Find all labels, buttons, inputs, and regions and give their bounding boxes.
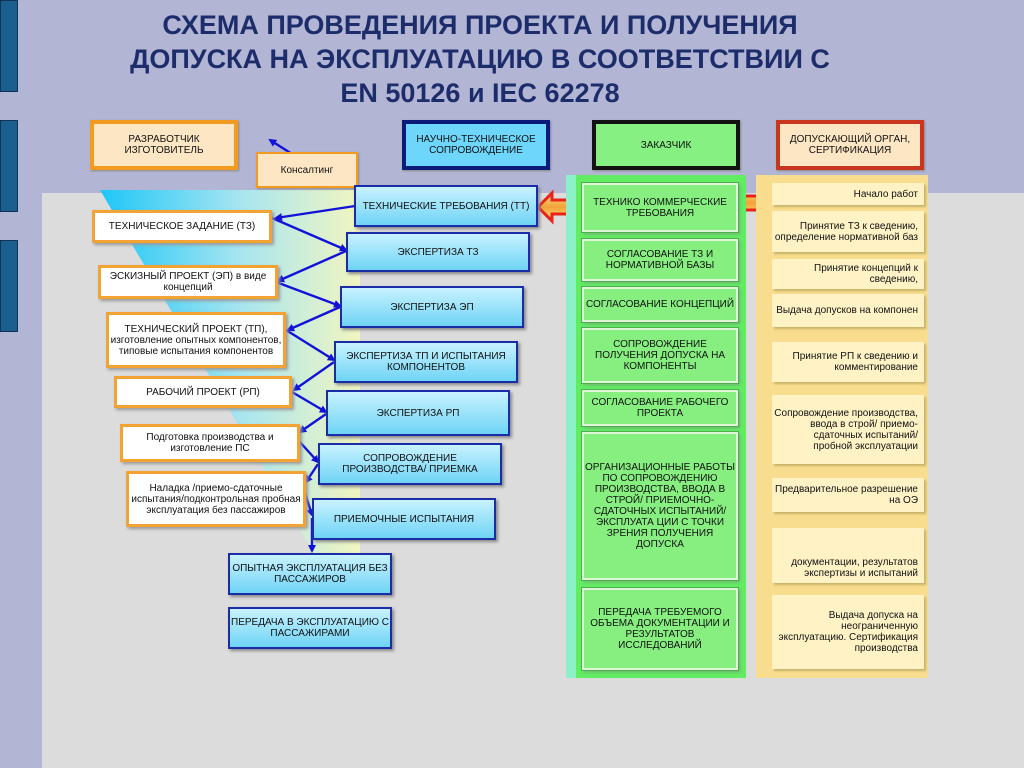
title-line-2: ДОПУСКА НА ЭКСПЛУАТАЦИЮ В СООТВЕТСТВИИ С bbox=[130, 44, 830, 74]
customer-step-requirements: ТЕХНИКО КОММЕРЧЕСКИЕ ТРЕБОВАНИЯ bbox=[581, 182, 739, 233]
authority-step-production-support: Сопровождение производства, ввода в стро… bbox=[772, 395, 924, 464]
developer-step-commissioning: Наладка /приемо-сдаточные испытания/подк… bbox=[126, 471, 306, 527]
authority-step-concept-acceptance: Принятие концепций к сведению, bbox=[772, 259, 924, 289]
customer-step-documentation-transfer: ПЕРЕДАЧА ТРЕБУЕМОГО ОБЪЕМА ДОКУМЕНТАЦИИ … bbox=[581, 587, 739, 671]
developer-step-tp: ТЕХНИЧЕСКИЙ ПРОЕКТ (ТП), изготовление оп… bbox=[106, 312, 286, 368]
support-step-expertise-rp: ЭКСПЕРТИЗА РП bbox=[326, 390, 510, 436]
support-step-production-acceptance: СОПРОВОЖДЕНИЕ ПРОИЗВОДСТВА/ ПРИЕМКА bbox=[318, 443, 502, 485]
developer-step-ep: ЭСКИЗНЫЙ ПРОЕКТ (ЭП) в виде концепций bbox=[98, 265, 278, 299]
customer-step-rp-approval: СОГЛАСОВАНИЕ РАБОЧЕГО ПРОЕКТА bbox=[581, 389, 739, 427]
side-tab-1 bbox=[0, 0, 18, 92]
header-authority: ДОПУСКАЮЩИЙ ОРГАН, СЕРТИФИКАЦИЯ bbox=[776, 120, 924, 170]
authority-step-preliminary-permit: Предварительное разрешение на ОЭ bbox=[772, 478, 924, 512]
support-step-expertise-tp: ЭКСПЕРТИЗА ТП И ИСПЫТАНИЯ КОМПОНЕНТОВ bbox=[334, 341, 518, 383]
authority-step-rp-acceptance: Принятие РП к сведению и комментирование bbox=[772, 342, 924, 382]
customer-step-components-support: СОПРОВОЖДЕНИЕ ПОЛУЧЕНИЯ ДОПУСКА НА КОМПО… bbox=[581, 327, 739, 384]
title-line-3: EN 50126 и IEC 62278 bbox=[340, 78, 620, 108]
header-customer: ЗАКАЗЧИК bbox=[592, 120, 740, 170]
side-tab-2 bbox=[0, 120, 18, 212]
customer-step-organizational-work: ОРГАНИЗАЦИОННЫЕ РАБОТЫ ПО СОПРОВОЖДЕНИЮ … bbox=[581, 431, 739, 581]
consulting-box: Консалтинг bbox=[256, 152, 358, 188]
support-step-acceptance-tests: ПРИЕМОЧНЫЕ ИСПЫТАНИЯ bbox=[312, 498, 496, 540]
side-tab-3 bbox=[0, 240, 18, 332]
authority-step-final-permit: Выдача допуска на неограниченную эксплуа… bbox=[772, 595, 924, 669]
support-step-expertise-ep: ЭКСПЕРТИЗА ЭП bbox=[340, 286, 524, 328]
developer-step-rp: РАБОЧИЙ ПРОЕКТ (РП) bbox=[114, 376, 292, 408]
developer-step-production: Подготовка производства и изготовление П… bbox=[120, 424, 300, 462]
header-developer: РАЗРАБОТЧИК ИЗГОТОВИТЕЛЬ bbox=[90, 120, 238, 170]
title-line-1: СХЕМА ПРОВЕДЕНИЯ ПРОЕКТА И ПОЛУЧЕНИЯ bbox=[162, 10, 798, 40]
support-step-passenger-handover: ПЕРЕДАЧА В ЭКСПЛУАТАЦИЮ С ПАССАЖИРАМИ bbox=[228, 607, 392, 649]
authority-step-documentation-review: документации, результатов экспертизы и и… bbox=[772, 528, 924, 583]
support-step-tt: ТЕХНИЧЕСКИЕ ТРЕБОВАНИЯ (ТТ) bbox=[354, 185, 538, 227]
support-step-trial-operation: ОПЫТНАЯ ЭКСПЛУАТАЦИЯ БЕЗ ПАССАЖИРОВ bbox=[228, 553, 392, 595]
authority-step-start: Начало работ bbox=[772, 183, 924, 205]
support-step-expertise-tz: ЭКСПЕРТИЗА ТЗ bbox=[346, 232, 530, 272]
customer-step-concept-approval: СОГЛАСОВАНИЕ КОНЦЕПЦИЙ bbox=[581, 286, 739, 323]
header-scientific-support: НАУЧНО-ТЕХНИЧЕСКОЕ СОПРОВОЖДЕНИЕ bbox=[402, 120, 550, 170]
authority-step-tz-acceptance: Принятие ТЗ к сведению, определение норм… bbox=[772, 211, 924, 252]
page-title: СХЕМА ПРОВЕДЕНИЯ ПРОЕКТА И ПОЛУЧЕНИЯ ДОП… bbox=[40, 8, 920, 110]
authority-step-component-permits: Выдача допусков на компонен bbox=[772, 294, 924, 327]
developer-step-tz: ТЕХНИЧЕСКОЕ ЗАДАНИЕ (ТЗ) bbox=[92, 210, 272, 243]
customer-step-tz-approval: СОГЛАСОВАНИЕ ТЗ И НОРМАТИВНОЙ БАЗЫ bbox=[581, 238, 739, 282]
